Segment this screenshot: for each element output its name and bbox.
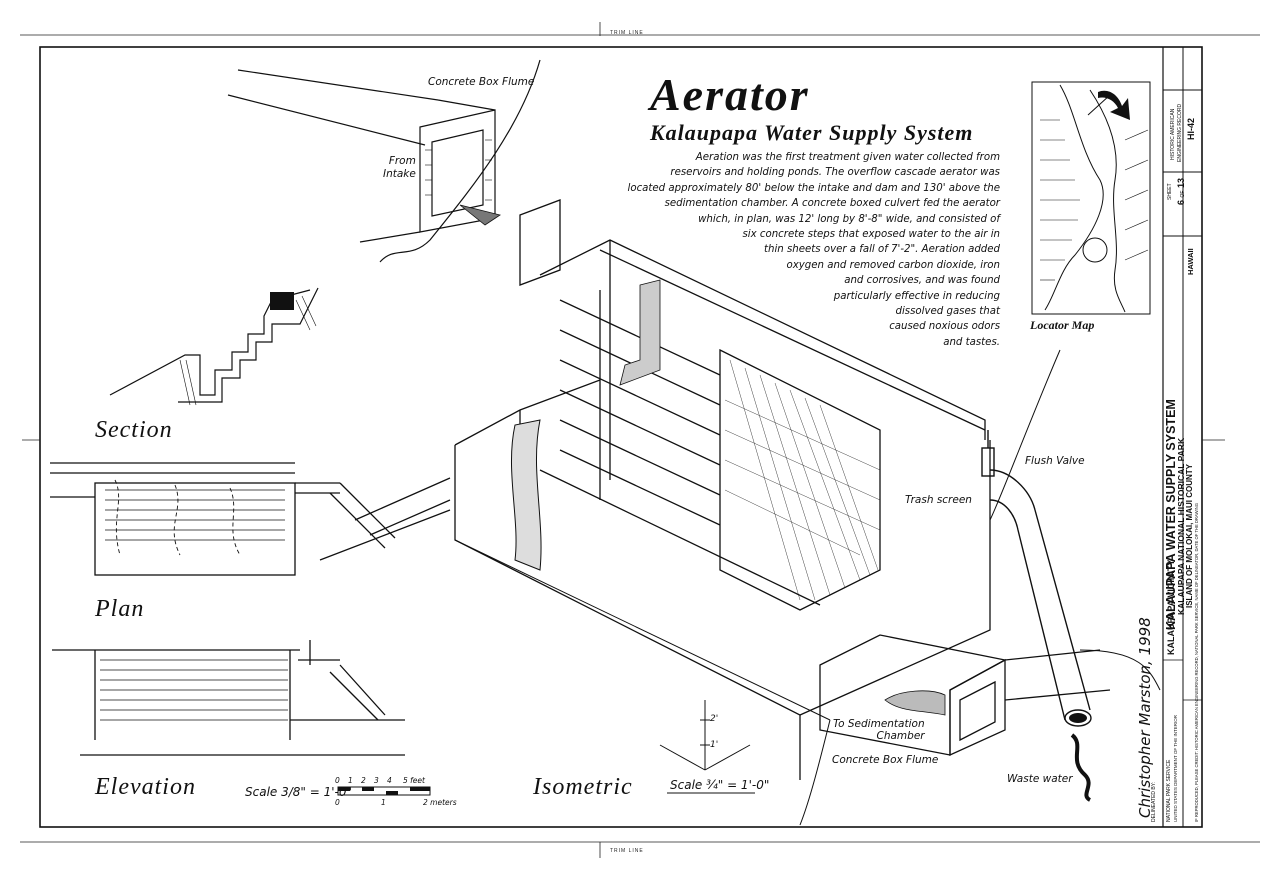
label-flush-valve: Flush Valve — [1025, 455, 1085, 467]
aerator-description: Aeration was the first treatment given w… — [600, 150, 1000, 350]
sheet-total: 13 — [1176, 177, 1186, 188]
label-dim-2ft: 2' — [710, 714, 719, 724]
sheet-number: 6 — [1176, 199, 1186, 205]
description-line: which, in plan, was 12' long by 8'-8" wi… — [698, 213, 1000, 225]
scale-tick: 5 feet — [403, 776, 425, 785]
description-line: located approximately 80' below the inta… — [627, 182, 1000, 194]
description-line: dissolved gases that — [895, 306, 1001, 318]
label-locator-map: Locator Map — [1030, 318, 1095, 332]
scale-tick: 0 — [335, 776, 340, 785]
title-block-credit: IF REPRODUCED, PLEASE CREDIT: HISTORIC A… — [1194, 503, 1199, 822]
scale-tick: 1 — [381, 798, 386, 807]
title-block-record-line2: ENGINEERING RECORD — [1177, 103, 1183, 162]
description-line: particularly effective in reducing — [833, 290, 1000, 302]
description-line: oxygen and removed carbon dioxide, iron — [786, 259, 1000, 271]
scale-note-isometric: Scale ¾" = 1'-0" — [670, 778, 770, 792]
title-block-delineated-by: DELINEATED BY: — [1151, 781, 1157, 822]
scale-note-left: Scale 3/8" = 1'-0" — [245, 785, 353, 799]
sheet-title: Aerator — [650, 69, 810, 120]
description-line: thin sheets over a fall of 7'-2". Aerati… — [764, 244, 1000, 256]
title-block-sheet-number: 6 OF 13 — [1176, 178, 1186, 205]
scale-tick: 2 — [361, 776, 366, 785]
sheet-of: OF — [1180, 190, 1186, 198]
description-line: Aeration was the first treatment given w… — [695, 152, 1000, 163]
description-line: sedimentation chamber. A concrete boxed … — [664, 198, 1000, 210]
description-line: six concrete steps that exposed water to… — [742, 229, 1000, 241]
label-trash-screen: Trash screen — [905, 494, 972, 506]
label-to-sedimentation-chamber: To Sedimentation Chamber — [833, 718, 925, 742]
description-line: caused noxious odors — [889, 321, 1000, 333]
label-concrete-box-flume-top: Concrete Box Flume — [428, 76, 535, 88]
scale-tick: 4 — [387, 776, 392, 785]
trim-line-top: TRIM LINE — [610, 30, 644, 36]
scale-tick: 2 meters — [423, 798, 457, 807]
description-line: and tastes. — [943, 336, 1000, 348]
description-line: reservoirs and holding ponds. The overfl… — [670, 167, 1000, 179]
label-waste-water: Waste water — [1007, 773, 1073, 785]
label-concrete-box-flume-bottom: Concrete Box Flume — [832, 754, 939, 766]
scale-tick: 1 — [348, 776, 353, 785]
view-label-elevation: Elevation — [95, 774, 196, 800]
scale-tick: 0 — [335, 798, 340, 807]
label-dim-1ft: 1' — [710, 740, 719, 750]
view-label-plan: Plan — [95, 596, 145, 622]
title-block-survey-number: HI-42 — [1186, 117, 1196, 140]
trim-line-bottom: TRIM LINE — [610, 848, 644, 854]
title-block-record-line1: HISTORIC AMERICAN — [1170, 108, 1176, 160]
title-block-island: ISLAND OF MOLOKAI, MAUI COUNTY — [1185, 464, 1194, 608]
description-line: and corrosives, and was found — [844, 275, 1000, 287]
view-label-section: Section — [95, 417, 173, 443]
view-label-isometric: Isometric — [533, 774, 633, 800]
title-block-state: HAWAII — [1186, 248, 1195, 275]
scale-tick: 3 — [374, 776, 379, 785]
title-block-sheet-label: SHEET — [1167, 183, 1173, 200]
label-from-intake: From Intake — [383, 155, 416, 180]
title-block-agency-line2: UNITED STATES DEPARTMENT OF THE INTERIOR — [1173, 714, 1178, 822]
title-block-agency-line1: NATIONAL PARK SERVICE — [1166, 759, 1172, 822]
sheet-subtitle: Kalaupapa Water Supply System — [650, 120, 974, 145]
